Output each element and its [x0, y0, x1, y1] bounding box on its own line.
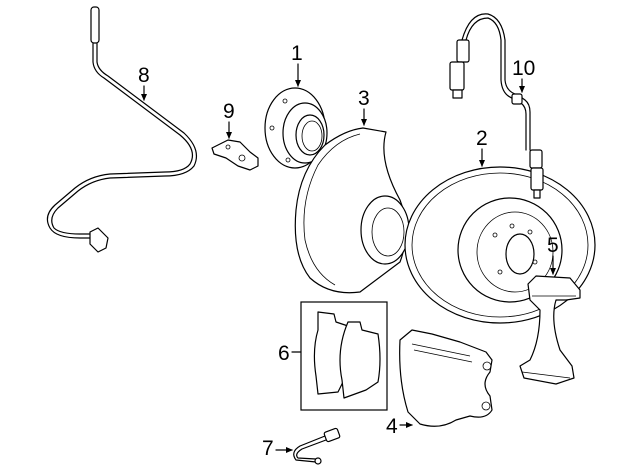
- callout-10: 10: [512, 57, 535, 93]
- abs-sensor-wire-part[interactable]: [46, 6, 197, 253]
- callout-number: 1: [291, 42, 303, 65]
- callout-4: 4: [386, 415, 413, 438]
- callout-1: 1: [291, 42, 303, 87]
- callout-number: 8: [138, 64, 150, 87]
- callout-number: 2: [476, 127, 488, 150]
- callout-5: 5: [547, 234, 559, 275]
- callout-8: 8: [138, 64, 150, 101]
- callout-number: 4: [386, 415, 398, 438]
- callout-number: 3: [358, 87, 370, 110]
- brake-pads-part[interactable]: [300, 301, 388, 411]
- brake-hose-part[interactable]: [449, 13, 544, 199]
- hub-bearing-part[interactable]: [264, 87, 328, 169]
- callout-number: 6: [278, 342, 290, 365]
- callout-number: 10: [512, 57, 535, 80]
- callout-3: 3: [358, 87, 370, 126]
- brake-caliper-part[interactable]: [399, 329, 493, 427]
- callout-number: 9: [223, 100, 235, 123]
- callout-7: 7: [262, 437, 293, 460]
- callout-2: 2: [476, 127, 488, 167]
- callout-9: 9: [223, 100, 235, 139]
- splash-shield-part[interactable]: [294, 127, 410, 294]
- callout-number: 7: [262, 437, 274, 460]
- callout-6: 6: [278, 342, 302, 365]
- pad-wear-sensor-part[interactable]: [293, 427, 341, 465]
- callout-number: 5: [547, 234, 559, 257]
- bracket-part[interactable]: [211, 139, 259, 171]
- caliper-bracket-part[interactable]: [519, 275, 581, 385]
